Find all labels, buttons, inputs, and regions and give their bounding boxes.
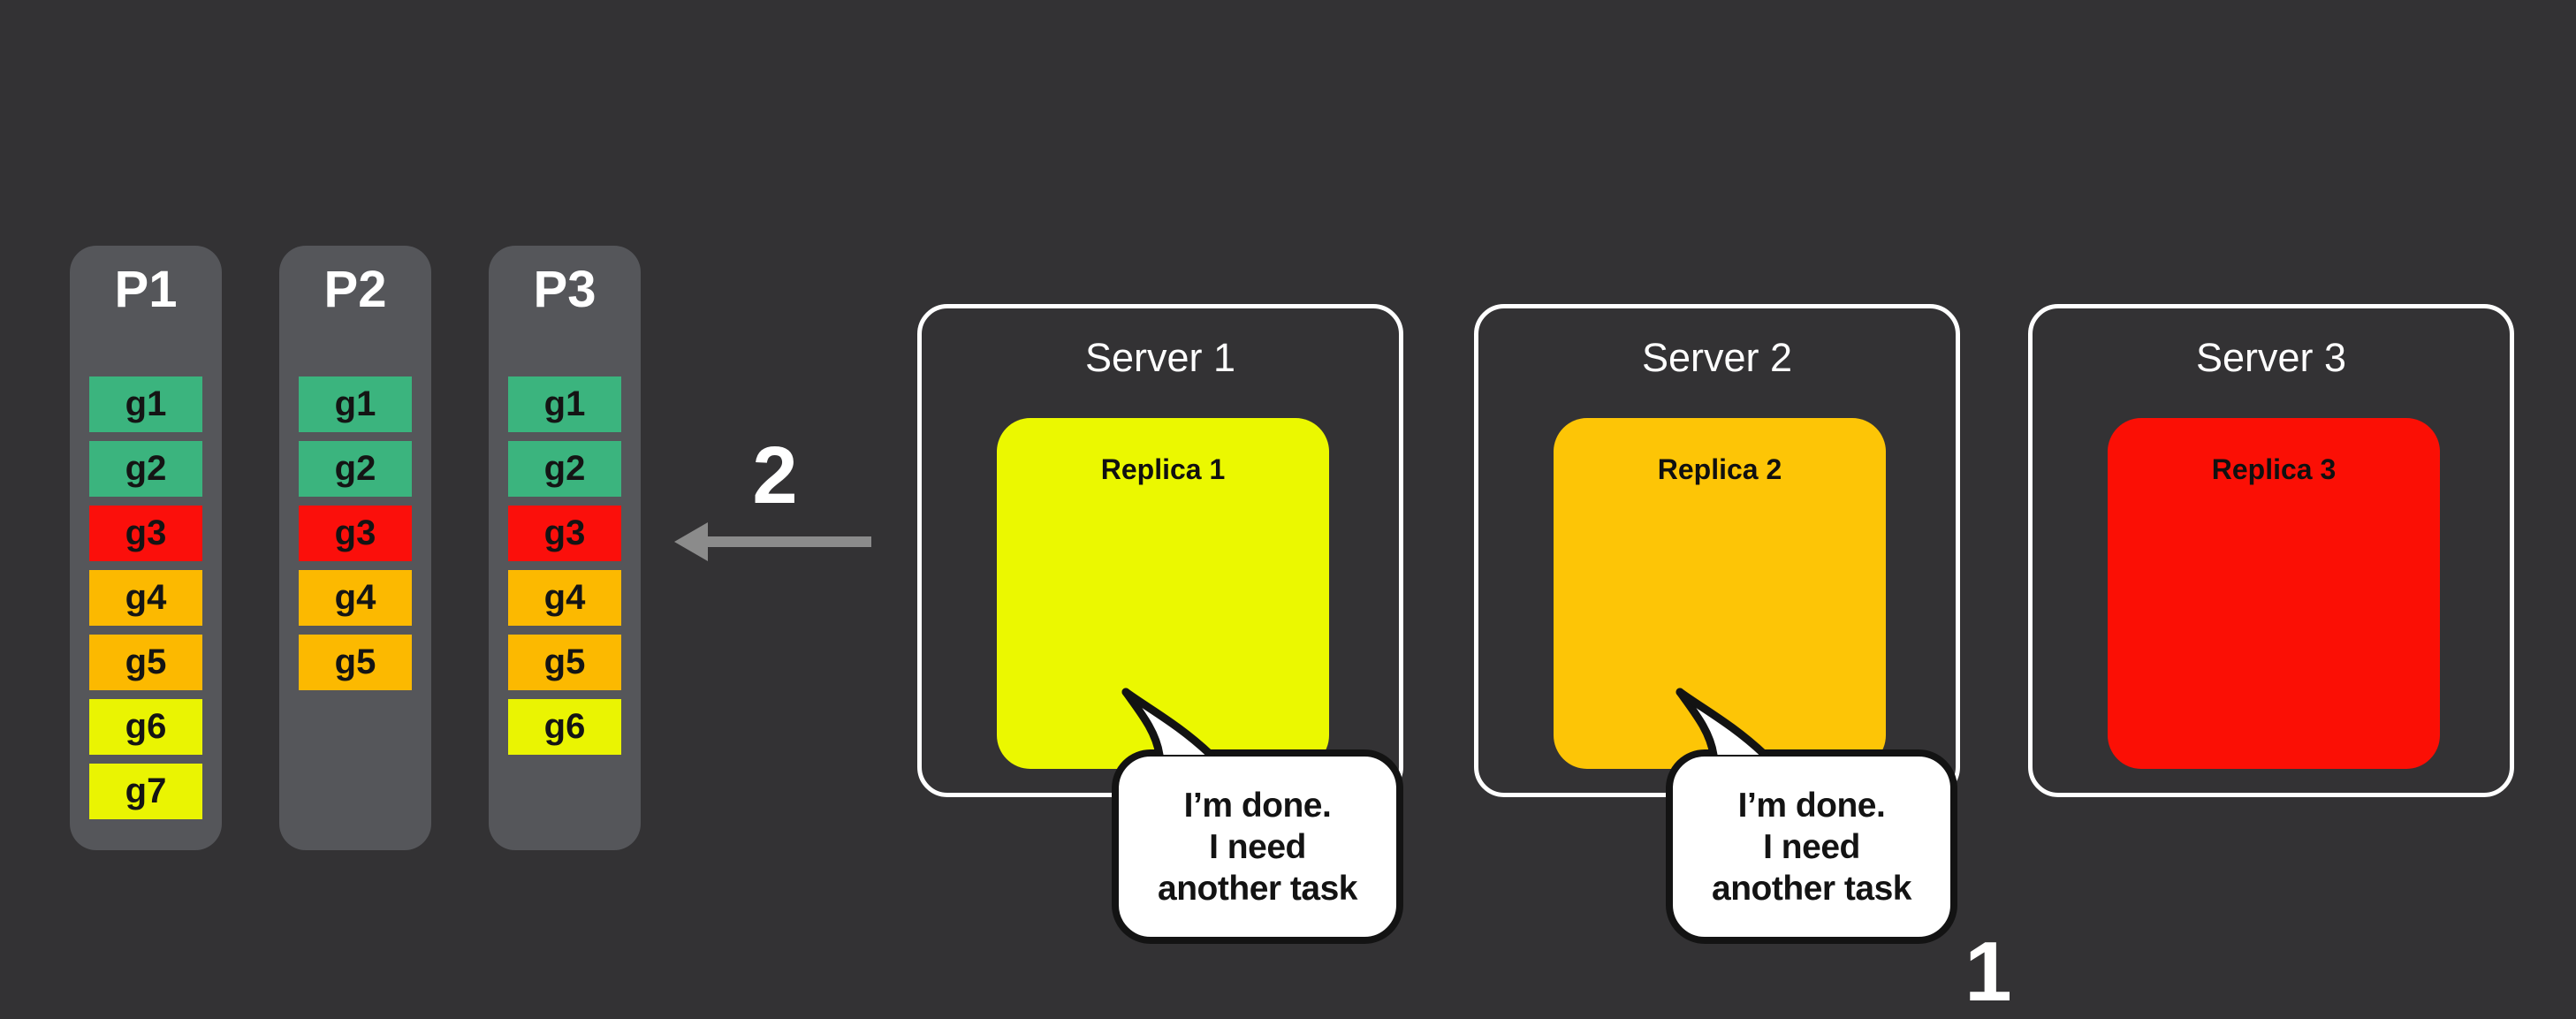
task-block: g1 [299,376,412,432]
task-block: g2 [89,441,202,497]
partition-p3: P3 g1 g2 g3 g4 g5 g6 [489,246,641,850]
partition-p1-title: P1 [114,261,178,318]
speech-bubble-server-2: I’m done. I need another task [1666,749,1957,944]
task-block: g5 [89,635,202,690]
task-block: g3 [508,506,621,561]
replica-1: Replica 1 [997,418,1329,769]
arrow-left-icon [674,522,871,561]
partition-p1-task-list: g1 g2 g3 g4 g5 g6 g7 [89,376,202,819]
server-3-title: Server 3 [2195,335,2347,380]
partition-p2-title: P2 [323,261,387,318]
task-block: g1 [508,376,621,432]
server-2-box: Server 2 Replica 2 [1474,304,1960,797]
server-3-box: Server 3 Replica 3 [2028,304,2514,797]
arrow-shaft [699,536,871,547]
partition-p1: P1 g1 g2 g3 g4 g5 g6 g7 [70,246,222,850]
server-2-title: Server 2 [1641,335,1793,380]
partition-p3-task-list: g1 g2 g3 g4 g5 g6 [508,376,621,755]
bubble-text-line: I’m done. [1737,786,1886,825]
bubble-text-line: another task [1158,869,1357,908]
task-block: g1 [89,376,202,432]
replica-2: Replica 2 [1554,418,1886,769]
speech-bubble-server-1: I’m done. I need another task [1112,749,1403,944]
diagram-canvas: P1 g1 g2 g3 g4 g5 g6 g7 P2 g1 g2 g3 g4 g… [70,246,2514,1015]
task-block: g7 [89,764,202,819]
partition-p3-title: P3 [533,261,597,318]
bubble-text-line: another task [1712,869,1911,908]
task-block: g5 [508,635,621,690]
server-1-title: Server 1 [1084,335,1236,380]
bubble-text-line: I’m done. [1183,786,1332,825]
task-block: g3 [89,506,202,561]
task-block: g5 [299,635,412,690]
replica-2-label: Replica 2 [1657,453,1782,485]
partition-p2-task-list: g1 g2 g3 g4 g5 [299,376,412,690]
speech-bubble-tail-icon [1121,688,1215,757]
replica-3: Replica 3 [2108,418,2440,769]
server-1-box: Server 1 Replica 1 [917,304,1403,797]
task-block: g4 [299,570,412,626]
speech-bubble-tail-icon [1676,688,1769,757]
task-block: g3 [299,506,412,561]
partition-p2: P2 g1 g2 g3 g4 g5 [279,246,431,850]
step-1-label: 1 [1964,924,2012,1019]
task-block: g2 [508,441,621,497]
replica-3-label: Replica 3 [2211,453,2337,485]
task-block: g6 [508,699,621,755]
task-block: g4 [89,570,202,626]
replica-1-label: Replica 1 [1100,453,1226,485]
task-block: g4 [508,570,621,626]
task-block: g6 [89,699,202,755]
bubble-text-line: I need [1209,827,1306,866]
task-block: g2 [299,441,412,497]
step-2-label: 2 [752,430,798,521]
bubble-text-line: I need [1763,827,1860,866]
